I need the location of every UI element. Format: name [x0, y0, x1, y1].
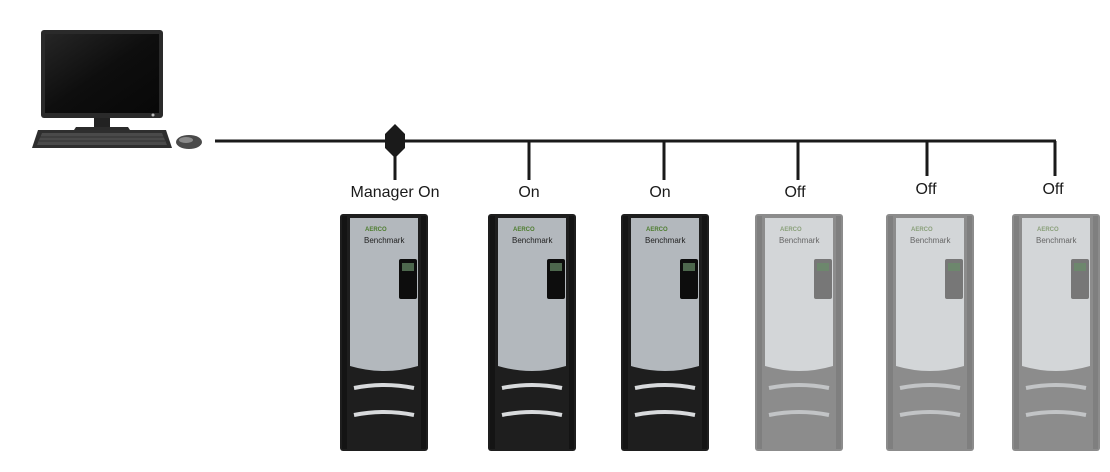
vent-slot	[899, 410, 961, 417]
unit-status-label: Manager On	[350, 184, 440, 201]
vent-slot	[634, 383, 696, 390]
computer-workstation	[32, 30, 202, 149]
unit-status-label: Off	[784, 184, 806, 201]
boiler-brand: AERCO	[365, 227, 387, 233]
boiler-model: Benchmark	[512, 236, 553, 245]
vent-slot	[1025, 383, 1087, 390]
unit-status-label: On	[649, 184, 671, 201]
vent-slot	[353, 383, 415, 390]
boiler-model: Benchmark	[779, 236, 820, 245]
boiler-brand: AERCO	[780, 227, 802, 233]
vent-slot	[634, 410, 696, 417]
vent-slot	[501, 383, 563, 390]
boiler-unit: AERCO Benchmark	[488, 214, 576, 451]
manager-junction	[385, 124, 405, 180]
boiler-unit: AERCO Benchmark	[886, 214, 974, 451]
boiler-unit: AERCO Benchmark	[621, 214, 709, 451]
boiler-brand: AERCO	[646, 227, 668, 233]
vent-slot	[768, 383, 830, 390]
boiler-units: AERCO Benchmark AERCO Benchmark AERCO Benchma…	[340, 214, 1100, 451]
vent-slot	[501, 410, 563, 417]
unit-status-label: Off	[1042, 181, 1064, 198]
boiler-model: Benchmark	[910, 236, 951, 245]
boiler-model: Benchmark	[364, 236, 405, 245]
monitor-icon	[41, 30, 163, 133]
boiler-unit: AERCO Benchmark	[1012, 214, 1100, 451]
vent-slot	[1025, 410, 1087, 417]
boiler-brand: AERCO	[513, 227, 535, 233]
vent-slot	[353, 410, 415, 417]
boiler-brand: AERCO	[911, 227, 933, 233]
vent-slot	[768, 410, 830, 417]
boiler-unit: AERCO Benchmark	[755, 214, 843, 451]
mouse-icon	[176, 135, 202, 149]
keyboard-icon	[32, 130, 172, 148]
boiler-brand: AERCO	[1037, 227, 1059, 233]
boiler-model: Benchmark	[645, 236, 686, 245]
unit-status-label: On	[518, 184, 540, 201]
vent-slot	[899, 383, 961, 390]
unit-status-label: Off	[915, 181, 937, 198]
boiler-unit: AERCO Benchmark	[340, 214, 428, 451]
boiler-model: Benchmark	[1036, 236, 1077, 245]
